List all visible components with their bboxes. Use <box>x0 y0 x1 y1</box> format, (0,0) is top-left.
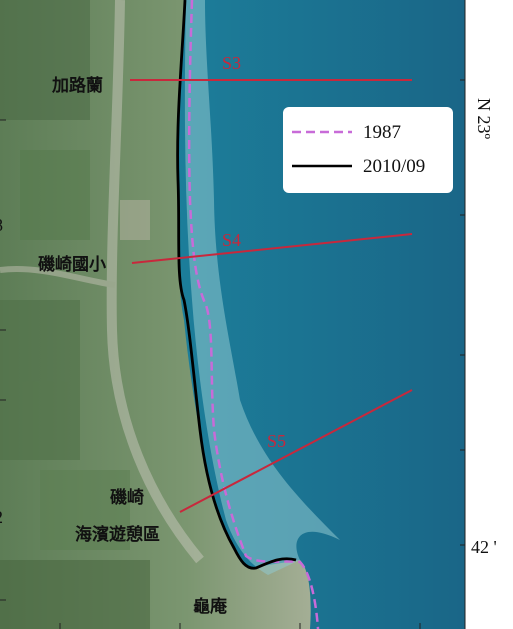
legend-box <box>283 107 453 193</box>
shallow-water <box>184 0 340 575</box>
place-jiqi-school: 磯崎國小 <box>38 254 106 275</box>
left-ticks <box>0 119 6 601</box>
legend: 1987 2010/09 <box>283 107 453 193</box>
profile-line-s5 <box>179 389 413 513</box>
place-jialulan: 加路蘭 <box>51 75 103 96</box>
right-ticks <box>460 79 465 546</box>
shoreline-2010 <box>176 0 297 570</box>
latitude-label-top: N 23º <box>474 98 494 139</box>
profile-label-s3: S3 <box>222 53 241 73</box>
settlement-strips <box>0 0 204 564</box>
place-jiqi-beach-line2: 海濱遊憩區 <box>75 524 160 545</box>
latitude-label-bottom: 42 ' <box>471 537 497 557</box>
right-margin <box>465 0 513 629</box>
legend-label-1987: 1987 <box>363 122 401 143</box>
profile-label-s5: S5 <box>267 431 286 451</box>
left-edge-label-bottom: 2 <box>0 507 3 527</box>
profile-line-s4 <box>131 233 413 264</box>
profile-label-s4: S4 <box>222 230 241 250</box>
legend-label-2010: 2010/09 <box>363 156 425 177</box>
bottom-ticks <box>59 623 421 629</box>
place-jiqi-beach-line1: 磯崎 <box>110 487 144 508</box>
vegetation-patches <box>0 0 150 629</box>
left-edge-label-mid: 8 <box>0 215 3 235</box>
place-guian: 龜庵 <box>193 596 227 617</box>
shoreline-1987 <box>187 0 320 629</box>
